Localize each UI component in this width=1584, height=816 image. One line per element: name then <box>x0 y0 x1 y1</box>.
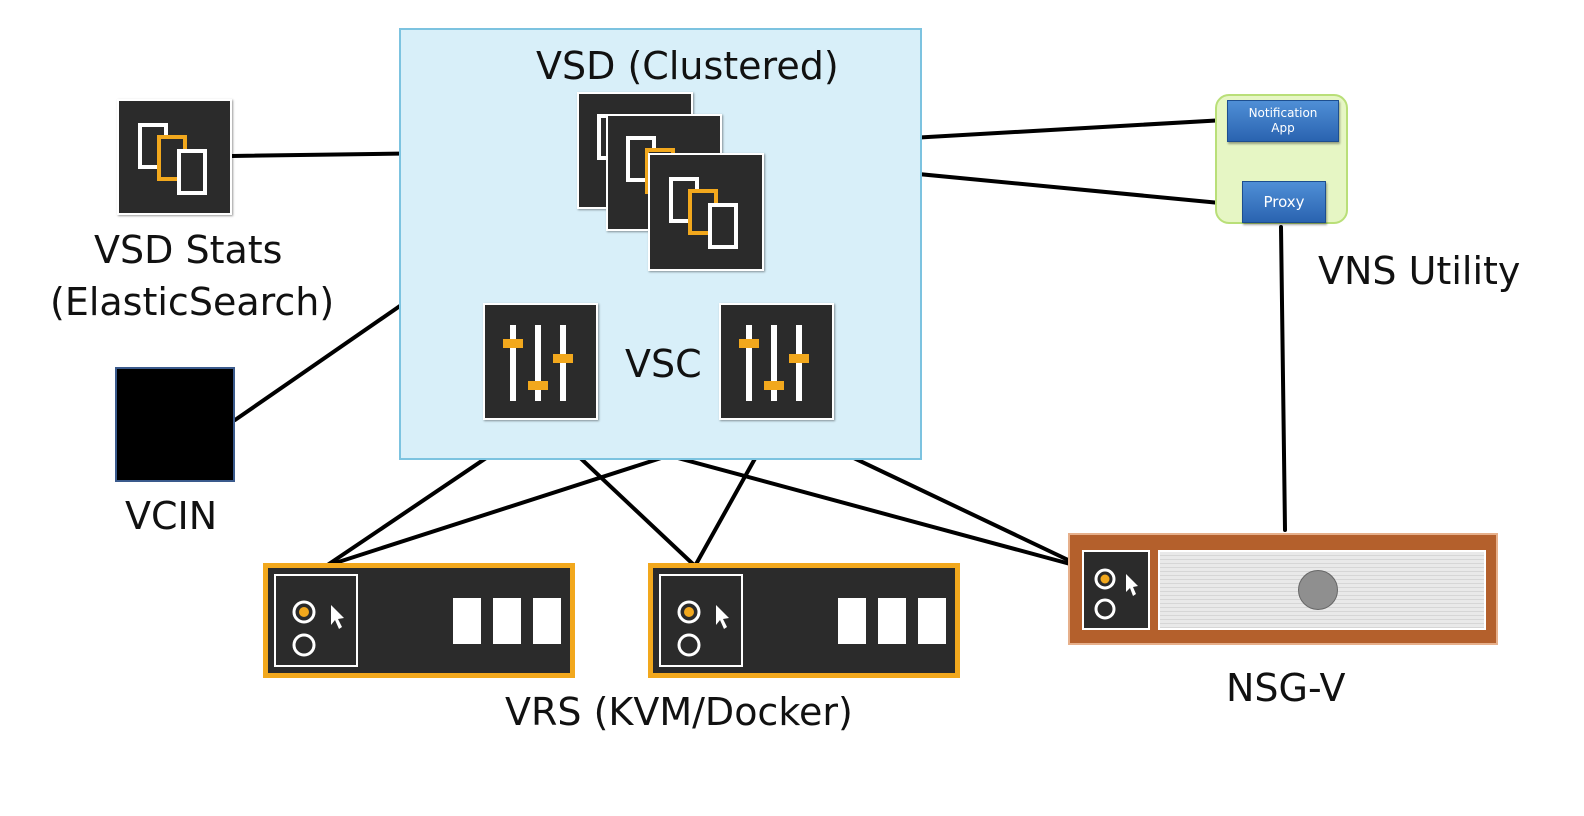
vrs-port-block <box>493 598 521 644</box>
notification-app-sublabel: App <box>1271 121 1295 135</box>
nsg-v-node[interactable] <box>1068 533 1498 645</box>
vrs-port-block <box>878 598 906 644</box>
vsd-stats-sublabel: (ElasticSearch) <box>50 280 335 324</box>
vsd-node-3[interactable] <box>648 153 764 271</box>
vsc-sliders-icon <box>739 325 809 401</box>
vsd-cluster-label: VSD (Clustered) <box>536 44 839 88</box>
vsd-stats-node[interactable] <box>117 99 232 215</box>
vsc-label: VSC <box>625 342 702 386</box>
nsg-knob <box>1298 570 1338 610</box>
nsg-appliance-icon <box>1082 550 1150 630</box>
vrs-node-2[interactable] <box>648 563 960 678</box>
notification-app-button[interactable]: Notification App <box>1227 100 1339 142</box>
vrs-switch-icon <box>659 574 743 667</box>
vcin-node[interactable] <box>115 367 235 482</box>
vsc-node-2[interactable] <box>719 303 834 420</box>
vrs-port-block <box>453 598 481 644</box>
vsd-copies-icon <box>669 177 738 249</box>
vrs-label: VRS (KVM/Docker) <box>505 690 853 734</box>
vsd-stats-label: VSD Stats <box>94 228 283 272</box>
vns-utility-label: VNS Utility <box>1318 249 1521 293</box>
proxy-button[interactable]: Proxy <box>1242 181 1326 223</box>
vrs-switch-icon <box>274 574 358 667</box>
vsc-sliders-icon <box>503 325 573 401</box>
vsc-node-1[interactable] <box>483 303 598 420</box>
nsg-front-panel <box>1158 550 1486 630</box>
vrs-port-block <box>918 598 946 644</box>
vns-utility-box: Notification App Proxy <box>1215 94 1348 224</box>
vrs-node-1[interactable] <box>263 563 575 678</box>
vrs-port-block <box>533 598 561 644</box>
link-proxy-nsg <box>1279 225 1287 532</box>
notification-app-label: Notification <box>1248 106 1318 120</box>
vsd-copies-icon <box>138 123 207 195</box>
vrs-port-block <box>838 598 866 644</box>
vcin-label: VCIN <box>125 494 218 538</box>
proxy-label: Proxy <box>1263 193 1305 211</box>
nsg-label: NSG-V <box>1226 666 1346 710</box>
